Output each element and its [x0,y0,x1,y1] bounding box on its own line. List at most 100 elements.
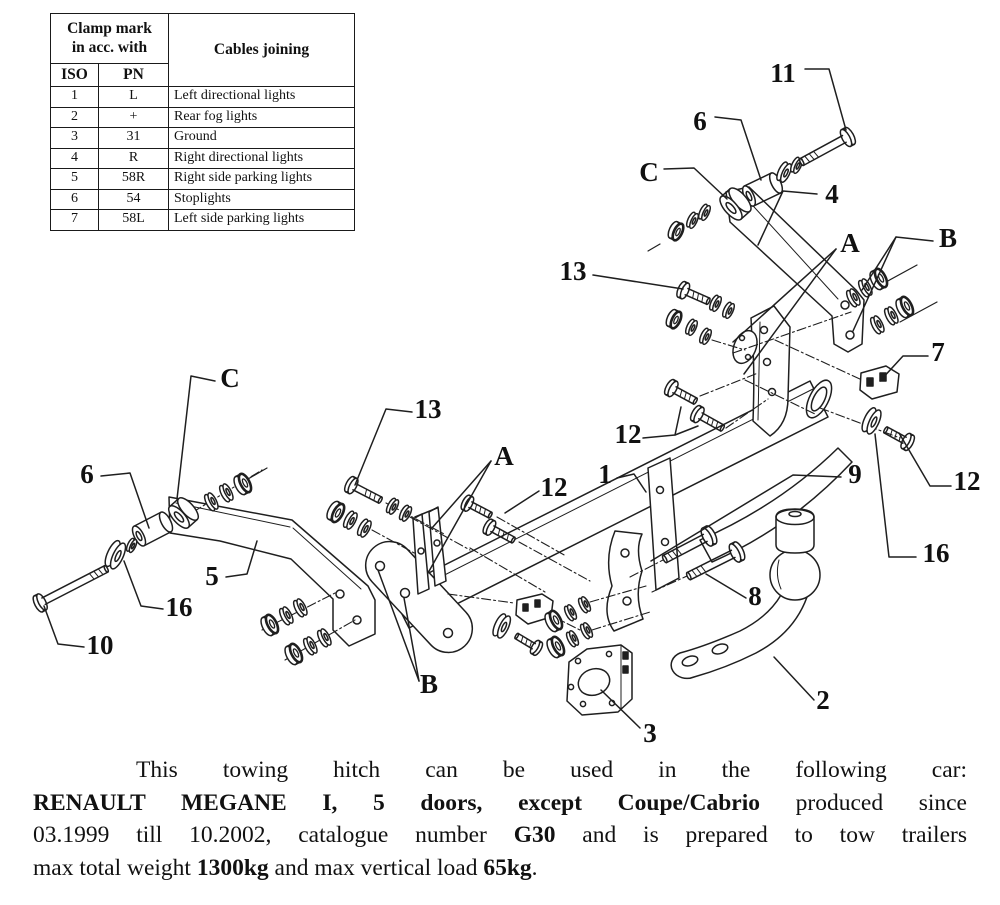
leader-line-A [427,460,492,574]
washer [721,301,736,320]
paragraph-text: This towing hitch can be used in the fol… [136,757,967,783]
paragraph-text: and is prepared to tow trailers [555,822,967,848]
callout-label-3-15: 3 [643,718,657,748]
catalogue-number-text: G30 [513,822,556,848]
leader-line-13 [592,274,684,290]
car-model-text: RENAULT MEGANE I, 5 doors, except Coupe/… [33,789,760,816]
callout-label-11-0: 11 [770,58,796,88]
paragraph-line: max total weight 1300kg and max vertical… [33,852,967,885]
washer [316,628,332,648]
washer [861,406,882,435]
cable-cell: Left side parking lights [168,209,355,231]
left-arm [168,496,376,647]
leader-line-C [176,375,216,500]
washer [492,613,512,639]
hardware-layer [32,126,916,666]
leader-line-12 [674,425,699,436]
mounting-pad [732,329,758,365]
spacer-sleeve [741,172,784,207]
nut [546,635,566,659]
leader-line-A [743,248,837,375]
leader-line-2 [773,656,815,701]
cable-cell: Right side parking lights [168,168,355,190]
washer [292,598,308,618]
nut [233,472,253,496]
cable-cell: Right directional lights [168,147,355,169]
callout-label-A-17: A [494,441,514,471]
leader-line-8 [705,573,747,599]
leader-line-1 [616,473,647,493]
washer [869,315,885,335]
washer [203,492,219,512]
clip-nut [515,593,554,625]
callout-label-C-20: C [220,363,240,393]
bolt [883,426,916,452]
pn-cell: 58L [98,209,169,231]
leader-line-9 [650,474,842,562]
washer [342,510,358,530]
tow-ball [670,508,821,680]
callout-label-B-16: B [420,669,438,699]
leader-line-A [431,460,492,529]
callout-label-1-11: 1 [598,459,612,489]
bolt [482,518,516,544]
max-load-text: 65kg [483,854,532,881]
nut [326,500,346,524]
paragraph-text: produced since [759,789,967,816]
bolt [460,494,493,519]
leader-line-10 [43,605,85,648]
paragraph-text: max total weight [33,854,197,881]
leader-line-B [852,236,897,332]
clamp-mark-header-line2: in acc. with [71,38,148,56]
paragraph-text: 03.1999 till 10.2002, catalogue number [33,822,514,848]
washer [776,161,793,183]
cables-joining-header: Cables joining [168,13,355,87]
max-weight-text: 1300kg [196,854,269,881]
nut [544,609,564,633]
washer [398,504,413,522]
washer [845,288,861,308]
clamp-table: Clamp mark in acc. with Cables joining I… [50,13,355,231]
leader-line-4 [757,190,818,246]
col-header-pn: PN [98,63,169,87]
callout-label-13-6: 13 [560,256,587,286]
spacer-sleeve [167,497,200,529]
callout-label-12-12: 12 [615,419,642,449]
washer [708,294,723,313]
callout-label-16-23: 16 [166,592,193,622]
clamp-mark-header: Clamp mark in acc. with [50,13,169,64]
paragraph-line: 03.1999 till 10.2002, catalogue number G… [33,819,967,852]
leader-line-A [732,248,837,343]
leader-line-16 [123,560,164,610]
callout-label-4-3: 4 [825,179,839,209]
nut [667,220,685,242]
bolt [661,525,718,564]
callout-label-12-18: 12 [541,472,568,502]
paragraph-text: and max vertical load [268,854,484,881]
callout-label-5-22: 5 [205,561,219,591]
leader-line-12 [898,432,952,487]
callout-label-6-21: 6 [80,459,94,489]
washer [579,622,594,640]
callout-label-B-5: B [939,223,957,253]
callout-label-13-19: 13 [415,394,442,424]
washer [125,537,138,554]
leader-line-12 [504,490,540,514]
paragraph-text: . [531,854,538,881]
nut [665,308,683,330]
bolt [676,280,711,306]
leader-line-B [403,597,420,682]
washer [218,483,234,503]
clip-nut [859,365,900,400]
leader-line-12 [642,406,682,439]
washer [302,636,318,656]
paragraph-line: This towing hitch can be used in the fol… [33,754,967,787]
washer [278,606,294,626]
right-arm [725,186,865,353]
washer [685,211,700,230]
washer [697,203,712,222]
